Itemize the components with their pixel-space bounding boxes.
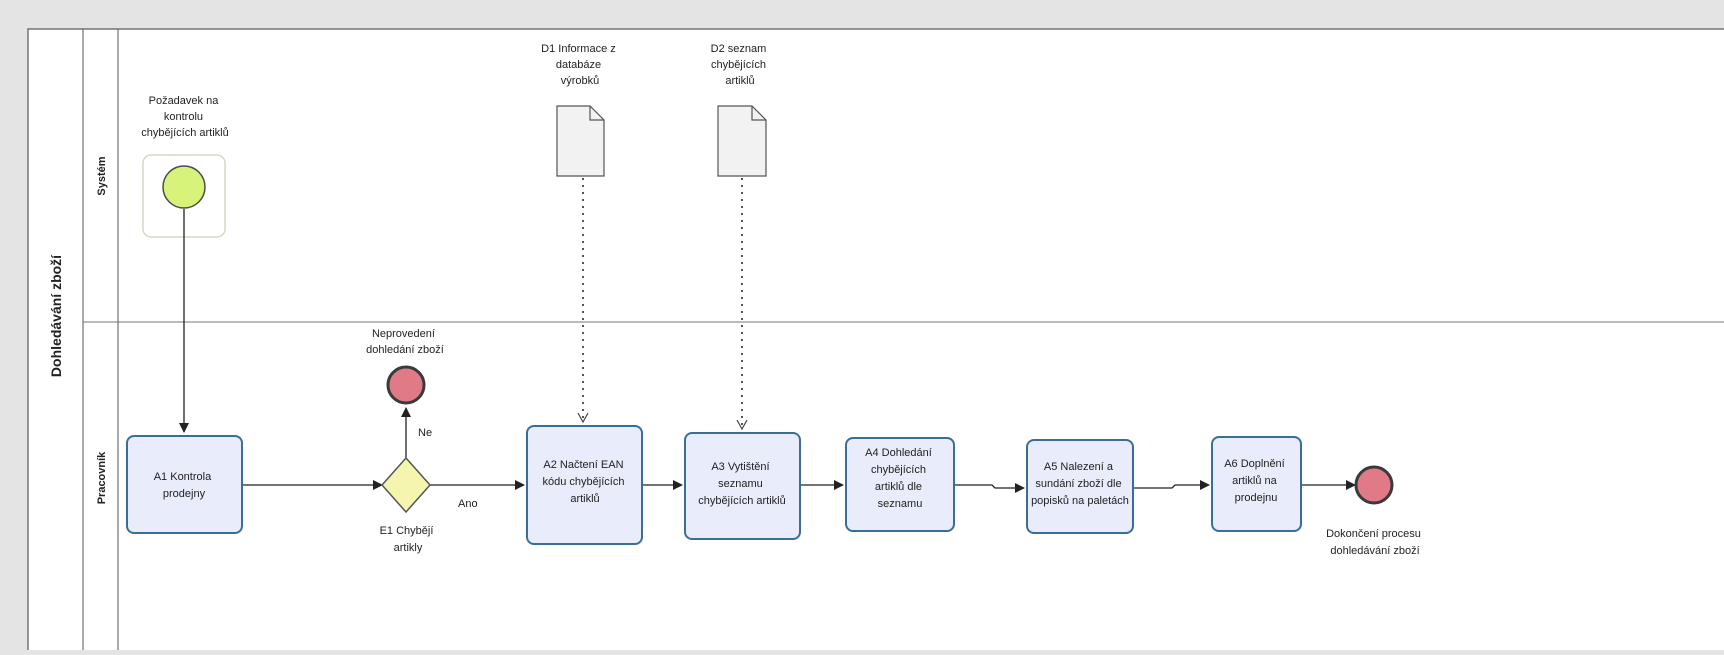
gateway-e1[interactable] — [380, 456, 432, 514]
document-d1-fold — [589, 106, 604, 121]
flow-a4-a5 — [954, 483, 1025, 493]
task-a2-label: A2 Načtení EAN kódu chybějících artiklů — [543, 459, 628, 505]
flow-a5-a6 — [1133, 480, 1210, 490]
end-event-not-done[interactable] — [386, 365, 426, 405]
start-event[interactable] — [162, 165, 206, 209]
gateway-e1-label: E1 Chybějí artikly — [380, 525, 437, 554]
task-a6[interactable]: A6 Doplnění artiklů na prodejnu — [1211, 436, 1302, 532]
task-a3[interactable]: A3 Vytištění seznamu chybějících artiklů — [684, 432, 801, 540]
document-d2-fold — [751, 106, 766, 121]
end-event-done[interactable] — [1354, 465, 1394, 505]
task-a1[interactable]: A1 Kontrola prodejny — [126, 435, 243, 534]
task-a5[interactable]: A5 Nalezení a sundání zboží dle popisků … — [1026, 439, 1134, 534]
task-a4-label: A4 Dohledání chybějících artiklů dle sez… — [865, 447, 935, 510]
task-a1-label: A1 Kontrola prodejny — [154, 471, 215, 500]
gateway-no-label: Ne — [418, 427, 432, 439]
document-d1-label: D1 Informace z databáze výrobků — [541, 43, 619, 87]
task-a5-label: A5 Nalezení a sundání zboží dle popisků … — [1031, 461, 1129, 507]
lane-title-worker: Pracovník — [96, 451, 108, 504]
lane-title-system: Systém — [96, 156, 108, 195]
task-a3-label: A3 Vytištění seznamu chybějících artiklů — [698, 461, 785, 507]
task-a6-label: A6 Doplnění artiklů na prodejnu — [1224, 458, 1288, 504]
start-event-label: Požadavek na kontrolu chybějících artikl… — [141, 95, 228, 139]
document-d2-icon[interactable] — [717, 105, 767, 177]
task-a2[interactable]: A2 Načtení EAN kódu chybějících artiklů — [526, 425, 643, 545]
task-a4[interactable]: A4 Dohledání chybějících artiklů dle sez… — [845, 437, 955, 532]
pool-title: Dohledávání zboží — [48, 254, 64, 377]
document-d2-label: D2 seznam chybějících artiklů — [711, 43, 770, 87]
document-d1-icon[interactable] — [556, 105, 605, 177]
pool-frame — [27, 28, 1724, 655]
end-event-done-label: Dokončení procesu dohledávání zboží — [1326, 528, 1424, 557]
gateway-yes-label: Ano — [458, 498, 478, 510]
end-event-not-done-label: Neprovedení dohledání zboží — [366, 328, 444, 356]
